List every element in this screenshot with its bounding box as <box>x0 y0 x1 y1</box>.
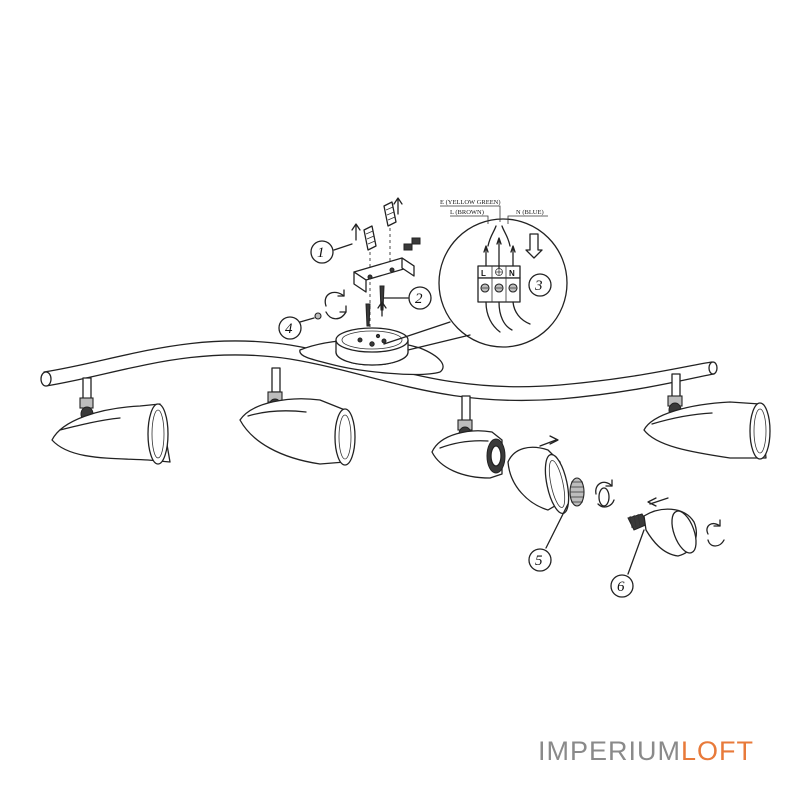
callout-3-number: 3 <box>534 278 543 294</box>
watermark-logo: IMPERIUMLOFT <box>538 736 754 767</box>
wiring-detail: E (YELLOW GREEN) L (BROWN) N (BLUE) L N <box>383 199 568 351</box>
callout-4: 4 <box>278 316 302 340</box>
callout-5-number: 5 <box>535 553 543 569</box>
callout-6-number: 6 <box>617 579 625 595</box>
terminal-label-n: N <box>509 269 515 278</box>
callout-2-number: 2 <box>415 291 423 307</box>
bulb <box>627 497 725 557</box>
spotlight-3 <box>431 395 506 479</box>
callout-1-number: 1 <box>317 245 325 261</box>
wire-label-earth: E (YELLOW GREEN) <box>440 199 501 206</box>
spotlight-1 <box>51 377 171 465</box>
callout-5: 5 <box>528 503 569 572</box>
mounting-hardware <box>299 197 421 330</box>
watermark-part-2: LOFT <box>681 736 755 766</box>
terminal-label-l: L <box>481 269 486 278</box>
callout-2: 2 <box>408 286 432 310</box>
wire-label-live: L (BROWN) <box>450 209 484 216</box>
threaded-ring <box>569 477 615 508</box>
lamp-shade <box>507 435 570 515</box>
spotlight-2 <box>239 367 356 466</box>
spotlight-4 <box>643 373 771 460</box>
callout-1: 1 <box>310 240 334 264</box>
callout-4-number: 4 <box>285 321 293 337</box>
callout-3: 3 <box>528 273 552 297</box>
canopy-plate <box>299 327 444 376</box>
watermark-part-1: IMPERIUM <box>538 736 681 766</box>
wire-label-neutral: N (BLUE) <box>516 209 544 216</box>
callout-6: 6 <box>610 529 645 598</box>
